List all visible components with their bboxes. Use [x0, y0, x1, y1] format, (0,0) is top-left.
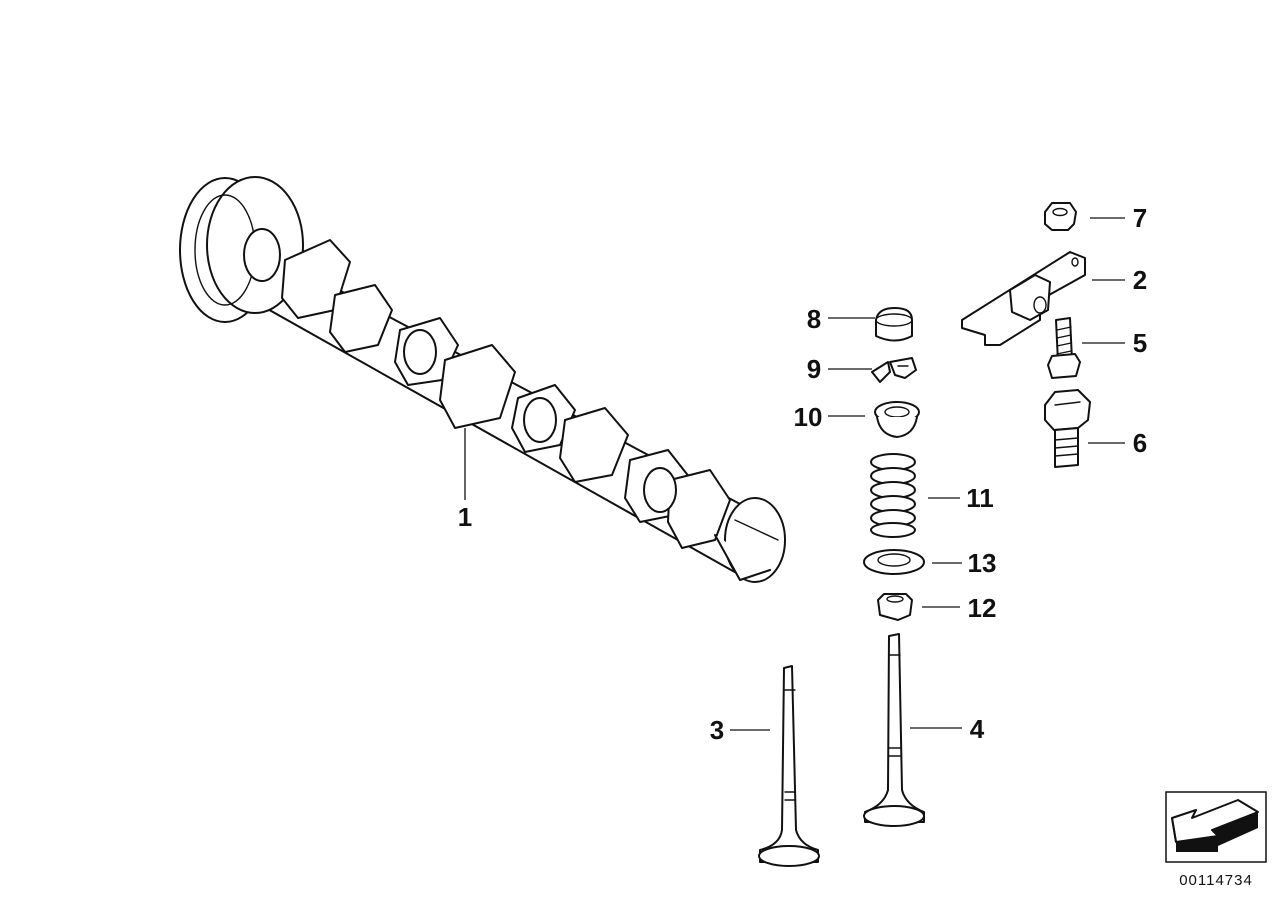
callout-8: 8: [807, 304, 821, 334]
exhaust-valve-drawing[interactable]: [863, 633, 925, 827]
camshaft-drawing[interactable]: [179, 176, 786, 583]
hex-nut-drawing[interactable]: [1044, 202, 1077, 231]
arrow-back-icon[interactable]: [1171, 799, 1259, 852]
valve-spring-drawing[interactable]: [870, 453, 916, 538]
spring-retainer-drawing[interactable]: [874, 401, 920, 438]
valve-cap-drawing[interactable]: [875, 307, 913, 342]
callout-4: 4: [970, 714, 985, 744]
callouts: 1 2 3 4 5 6 7 8 9 10 11 12 13: [458, 203, 1147, 745]
spring-seat-washer-drawing[interactable]: [863, 549, 925, 575]
hex-bolt-drawing[interactable]: [1044, 389, 1091, 468]
callout-13: 13: [968, 548, 997, 578]
callout-2: 2: [1133, 265, 1147, 295]
callout-3: 3: [710, 715, 724, 745]
callout-9: 9: [807, 354, 821, 384]
callout-1: 1: [458, 502, 472, 532]
callout-12: 12: [968, 593, 997, 623]
callout-11: 11: [966, 483, 994, 513]
callout-6: 6: [1133, 428, 1147, 458]
diagram-reference-number: 00114734: [1179, 872, 1253, 889]
back-navigation-box[interactable]: [1165, 791, 1267, 863]
adjusting-screw-drawing[interactable]: [1047, 317, 1081, 379]
callout-5: 5: [1133, 328, 1147, 358]
rocker-arm-drawing[interactable]: [961, 251, 1086, 346]
intake-valve-drawing[interactable]: [758, 665, 820, 867]
callout-7: 7: [1133, 203, 1147, 233]
valve-keeper-drawing[interactable]: [871, 357, 917, 383]
leader-lines: [464, 217, 1125, 731]
callout-10: 10: [794, 402, 823, 432]
valve-stem-seal-drawing[interactable]: [877, 593, 913, 621]
